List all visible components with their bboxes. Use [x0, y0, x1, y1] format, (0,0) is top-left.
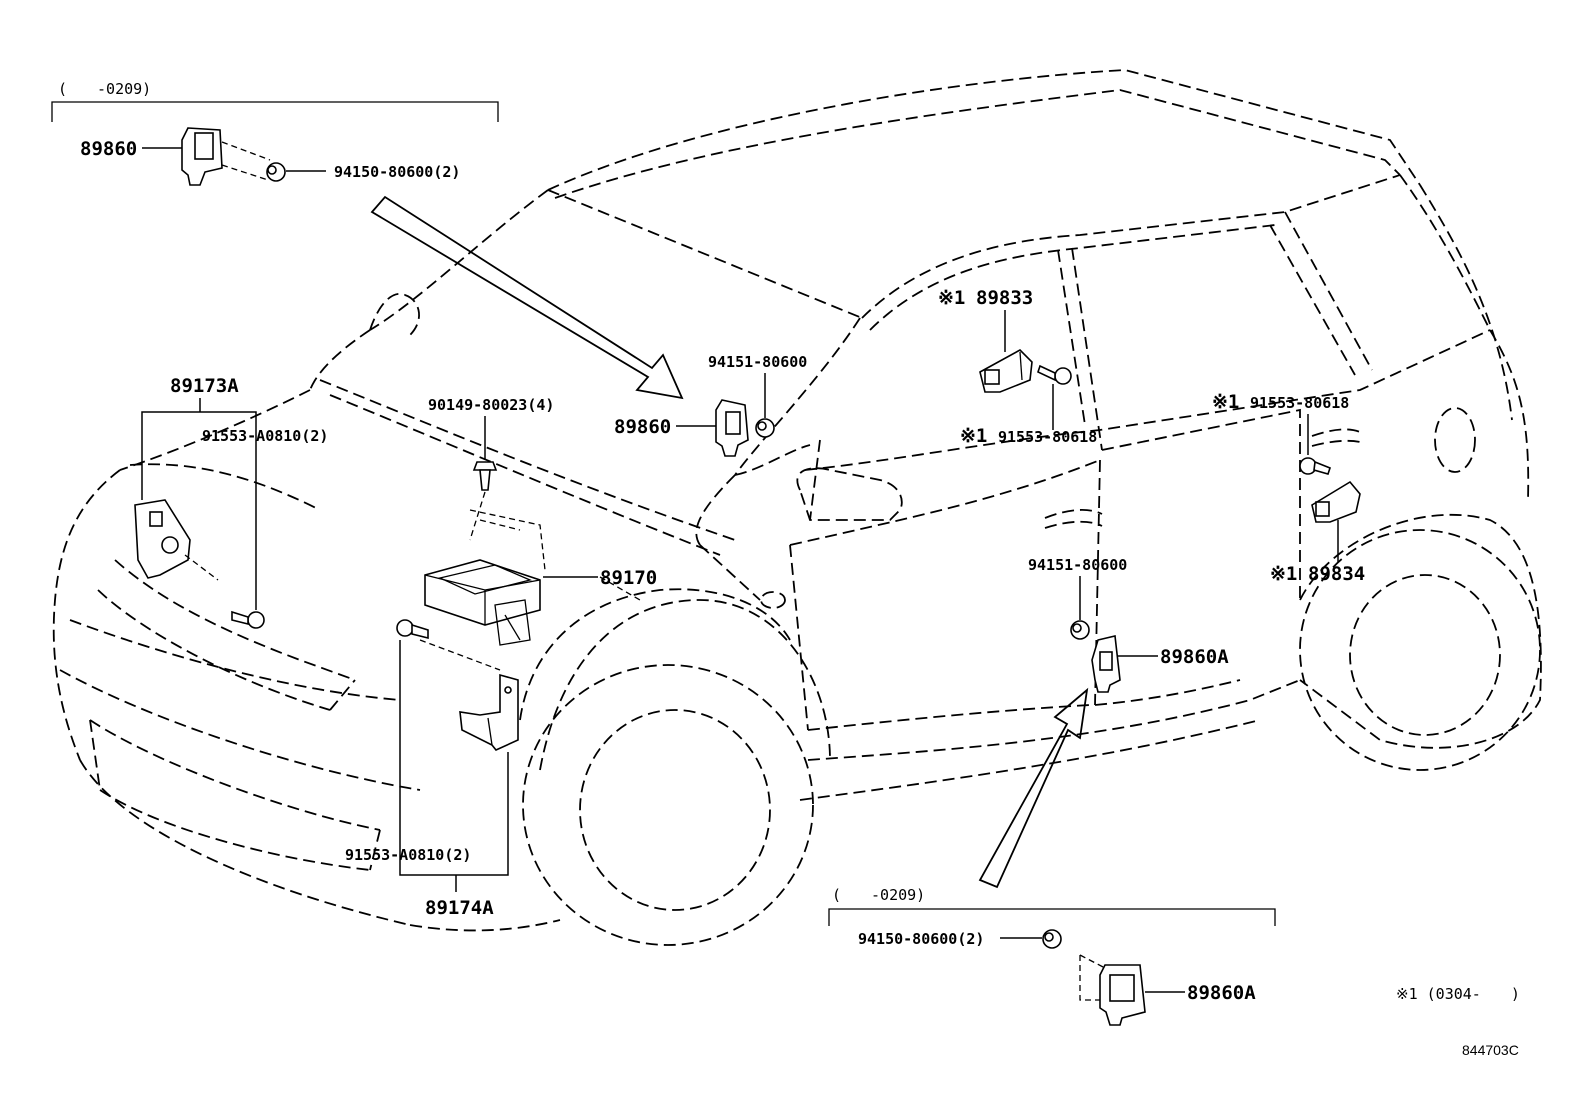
inset-bottom: ( -0209) 94150-80600(2) 89860A: [828, 886, 1276, 1026]
inset-top-range-label: ( -0209): [58, 80, 151, 98]
mark-89834: ※1: [1270, 563, 1297, 585]
airbag-ecu-89170-icon: [424, 559, 541, 646]
part-89834-label: 89834: [1308, 563, 1365, 585]
bracket-89174a-icon: [459, 673, 519, 751]
nut-bottom-label: 94150-80600(2): [858, 930, 984, 948]
figure-code-label: 844703C: [1462, 1042, 1519, 1058]
part-89170-label: 89170: [600, 567, 657, 589]
inset-top-left: ( -0209) 89860 94150-80600(2): [51, 80, 499, 186]
part-89860a-bottom-label: 89860A: [1187, 982, 1256, 1004]
footnote-label: ※1 (0304- ): [1396, 985, 1520, 1003]
nut-center-icon: [755, 418, 775, 438]
nut-top-label: 94150-80600(2): [334, 163, 460, 181]
bolt-80618-left-label: 91553-80618: [998, 428, 1097, 446]
door-sensor-group: 94151-80600 89860A: [1028, 556, 1229, 693]
inset-bottom-range-label: ( -0209): [832, 886, 925, 904]
sensor-89860-center-icon: [715, 399, 749, 457]
bolt-90149-label: 90149-80023(4): [428, 396, 554, 414]
vehicle-outline: [52, 69, 1542, 946]
nut-bottom-icon: [1042, 929, 1062, 949]
bolt-front-sensor-icon: [231, 610, 265, 629]
bolt-91553-a0810-top-label: 91553-A0810(2): [202, 427, 328, 445]
bolt-bracket-icon: [396, 619, 429, 640]
mark-89833: ※1: [938, 287, 965, 309]
side-sensor-89833-icon: [979, 349, 1033, 393]
nut-94151-door-label: 94151-80600: [1028, 556, 1127, 574]
direction-arrow-top: [370, 195, 684, 400]
part-89860-center-label: 89860: [614, 416, 671, 438]
sensor-89860a-bottom-icon: [1099, 964, 1146, 1026]
part-89174a-label: 89174A: [425, 897, 494, 919]
nut-door-icon: [1070, 620, 1090, 640]
mark-80618-left: ※1: [960, 425, 987, 447]
bolt-89833-icon: [1037, 364, 1072, 385]
side-sensor-89834-icon: [1311, 480, 1361, 523]
sensor-89860a-door-icon: [1091, 635, 1121, 693]
part-89833-label: 89833: [976, 287, 1033, 309]
side-sensor-89834-group: ※1 91553-80618 ※1 89834: [1212, 391, 1365, 585]
front-sensor-89173a-icon: [134, 499, 219, 581]
mark-80618-right: ※1: [1212, 391, 1239, 413]
direction-arrow-bottom: [978, 687, 1089, 889]
bracket-group: 91553-A0810(2) 89174A: [345, 619, 519, 919]
front-sensor-group: 89173A 91553-A0810(2): [134, 375, 328, 629]
bolt-80618-right-label: 91553-80618: [1250, 394, 1349, 412]
nut-94151-center-label: 94151-80600: [708, 353, 807, 371]
part-89860-top-label: 89860: [80, 138, 137, 160]
part-89860a-door-label: 89860A: [1160, 646, 1229, 668]
airbag-ecu-group: 90149-80023(4) 89170: [424, 396, 657, 646]
side-sensor-89833-group: ※1 89833 ※1 91553-80618: [938, 287, 1097, 447]
center-sensor-group: 94151-80600 89860: [614, 353, 807, 457]
sensor-89860-top-icon: [181, 127, 271, 186]
part-89173a-label: 89173A: [170, 375, 239, 397]
bolt-91553-a0810-bottom-label: 91553-A0810(2): [345, 846, 471, 864]
nut-top-icon: [266, 162, 286, 182]
bolt-90149-icon: [472, 461, 498, 491]
bolt-89834-icon: [1299, 457, 1331, 475]
